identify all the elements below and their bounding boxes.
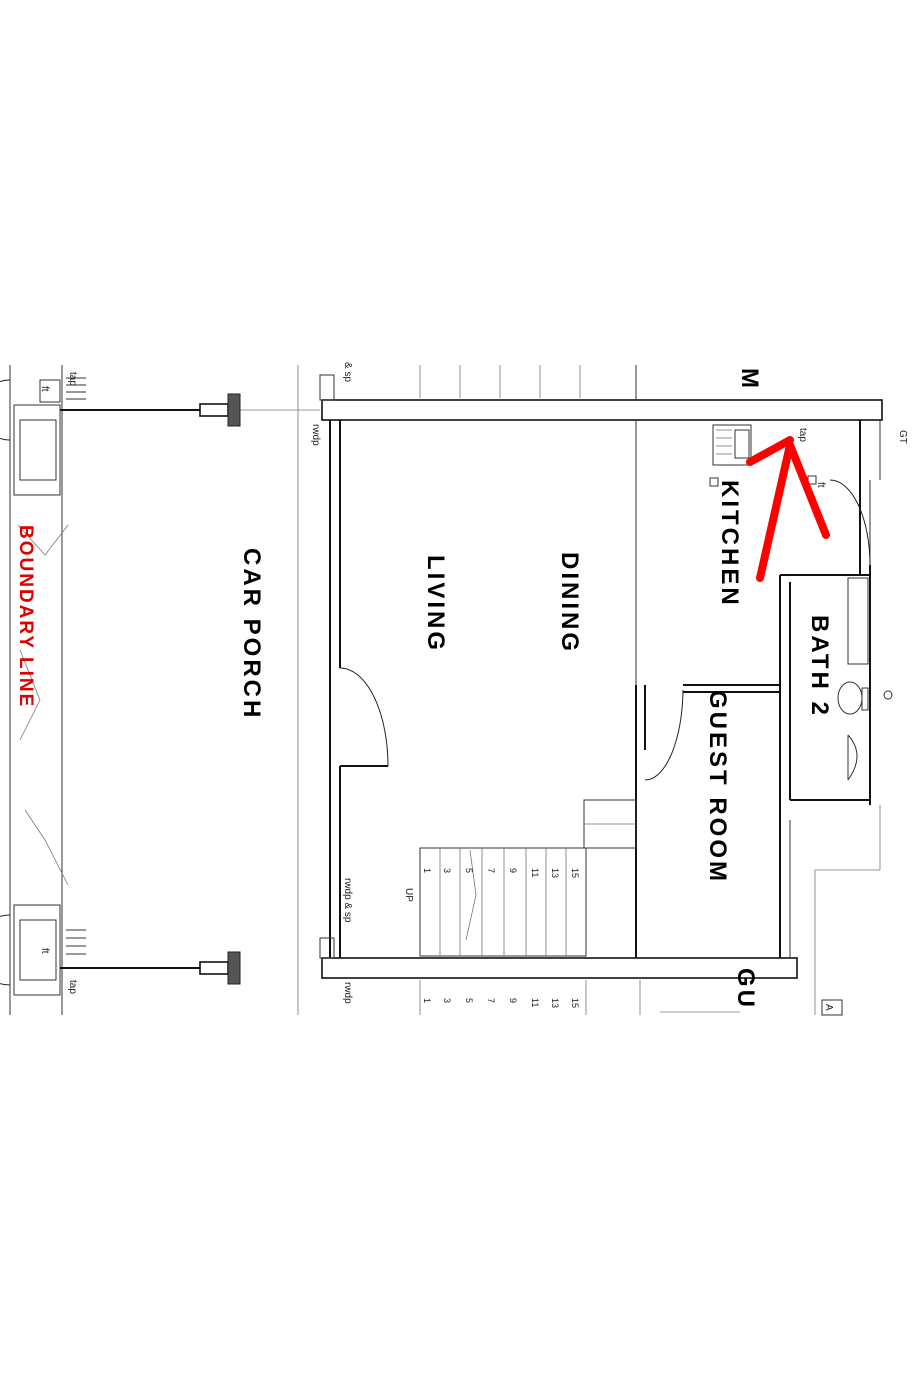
stair-step-upper-1: 1: [422, 868, 432, 873]
tap-label-top-left: tap: [67, 372, 78, 386]
ft-label-bottom-left: ft: [39, 948, 50, 954]
stair-step-lower-13: 13: [550, 998, 560, 1008]
ft-label-top-left: ft: [39, 386, 50, 392]
room-label-dining: DINING: [556, 552, 583, 654]
stair-step-lower-3: 3: [442, 998, 452, 1003]
staircase: [419, 847, 587, 957]
stair-step-lower-5: 5: [464, 998, 474, 1003]
tap-label-bottom-left: tap: [67, 980, 78, 994]
ft-label-kitchen: ft: [815, 482, 826, 488]
stair-step-lower-9: 9: [508, 998, 518, 1003]
room-label-bath2: BATH 2: [806, 615, 833, 718]
stair-step-upper-15: 15: [570, 868, 580, 878]
room-label-guest-room: GUEST ROOM: [704, 690, 731, 884]
room-label-guest-partial: GU: [732, 968, 759, 1010]
stair-step-upper-13: 13: [550, 868, 560, 878]
stair-step-upper-11: 11: [530, 868, 540, 877]
stair-step-lower-11: 11: [530, 998, 540, 1007]
up-label: UP: [403, 888, 414, 902]
stair-step-lower-7: 7: [486, 998, 496, 1003]
boundary-line-label: BOUNDARY LINE: [15, 525, 36, 708]
a-label: A: [823, 1004, 834, 1011]
room-label-top-partial: M: [736, 368, 763, 391]
gt-label: GT: [897, 430, 908, 444]
rwdp-label-bottom: rwdp: [342, 982, 353, 1004]
rwdp-sp-label-bottom: rwdp & sp: [342, 878, 353, 923]
rwdp-label-top: rwdp: [310, 424, 321, 446]
stair-step-upper-5: 5: [464, 868, 474, 873]
stair-step-upper-3: 3: [442, 868, 452, 873]
stair-step-upper-9: 9: [508, 868, 518, 873]
room-label-living: LIVING: [422, 555, 449, 653]
room-label-kitchen: KITCHEN: [716, 480, 743, 608]
tap-label-kitchen: tap: [797, 428, 808, 442]
room-label-car-porch: CAR PORCH: [238, 548, 265, 720]
stair-step-lower-1: 1: [422, 998, 432, 1003]
bath2-fixtures: [779, 574, 893, 820]
stair-step-upper-7: 7: [486, 868, 496, 873]
red-markup-arrow: [746, 436, 830, 582]
stair-step-lower-15: 15: [570, 998, 580, 1008]
sp-label-top: & sp: [342, 362, 353, 382]
plan-linework: [0, 365, 893, 1016]
